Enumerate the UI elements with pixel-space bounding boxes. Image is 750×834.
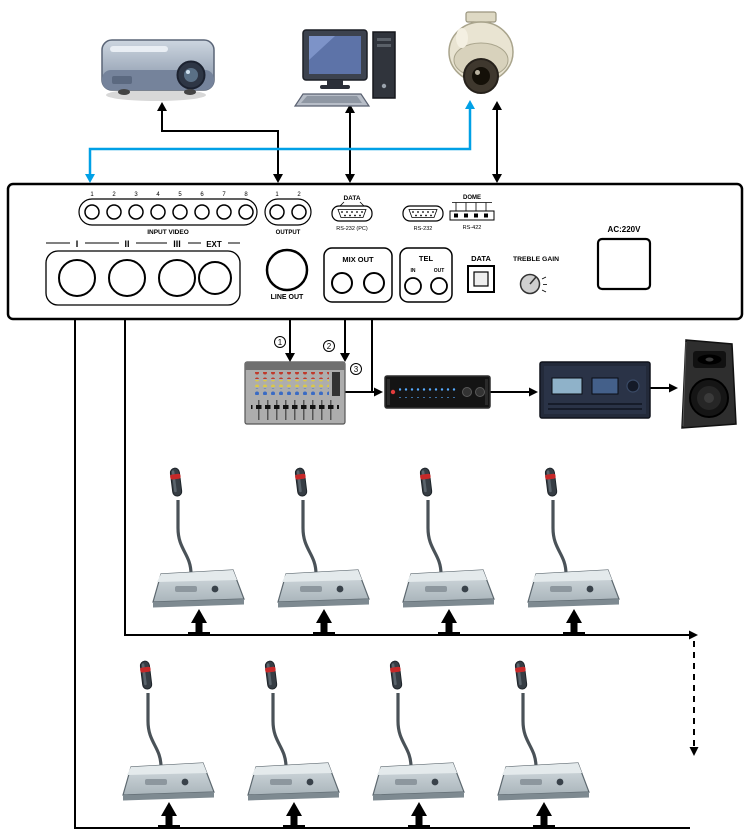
- rs422-terminal-pins: [454, 213, 488, 218]
- mic-plug-icon: [533, 802, 555, 829]
- step-markers: 1 2 3: [274, 336, 362, 375]
- dome-camera-icon: [448, 11, 514, 94]
- svg-text:6: 6: [200, 192, 204, 198]
- channel-3-label: III: [173, 239, 181, 249]
- output-label: OUTPUT: [276, 230, 301, 236]
- dome-serial-pins: [412, 211, 434, 217]
- input-video-section: 1 2 3 4 5 6 7 8 INPUT VIDEO: [78, 192, 258, 236]
- channel-jacks: [58, 259, 232, 297]
- link-eq-amplifier: [490, 387, 538, 397]
- amplifier-icon: [539, 361, 651, 419]
- dome-rs232-label: RS-232: [414, 226, 433, 232]
- line-out-section: LINE OUT: [265, 248, 309, 301]
- dome-label: DOME: [463, 195, 481, 201]
- gooseneck-mic-icon: [496, 658, 591, 803]
- svg-text:5: 5: [178, 192, 182, 198]
- input-video-label: INPUT VIDEO: [147, 229, 189, 236]
- output-port-2: 2: [297, 192, 301, 198]
- data-port-section: DATA: [467, 254, 495, 293]
- mic-plug-icon: [438, 609, 460, 636]
- channel-ext-label: EXT: [206, 240, 222, 249]
- output-port-1: 1: [275, 192, 279, 198]
- mic-bus-row-2: [74, 319, 690, 829]
- channel-section: I II III EXT: [45, 239, 241, 306]
- output-section: 1 2 OUTPUT: [264, 192, 312, 236]
- gooseneck-mic-icon: [151, 465, 246, 610]
- link-camera-video: [492, 101, 502, 183]
- gooseneck-mic-icon: [526, 465, 621, 610]
- treble-gain-section: TREBLE GAIN: [513, 256, 559, 295]
- link-computer: [345, 104, 355, 183]
- svg-text:4: 4: [156, 192, 160, 198]
- dome-section: RS-232 DOME RS-422: [402, 195, 495, 232]
- svg-text:1: 1: [90, 192, 94, 198]
- mic-plug-icon: [563, 609, 585, 636]
- mic-bus-continuation: [689, 641, 699, 756]
- mic-plug-icon: [188, 609, 210, 636]
- mic-plug-icon: [313, 609, 335, 636]
- input-video-ports: [84, 204, 254, 220]
- link-mixout-mixer: [340, 319, 350, 362]
- svg-text:3: 3: [134, 192, 138, 198]
- wiring: [74, 100, 699, 829]
- speaker-icon: [681, 339, 737, 429]
- pc-serial-pins: [341, 211, 363, 217]
- treble-gain-label: TREBLE GAIN: [513, 256, 559, 263]
- link-to-equalizer: [345, 319, 383, 397]
- computer-icon: [293, 29, 396, 107]
- rs422-label: RS-422: [463, 225, 482, 231]
- link-projector: [157, 102, 283, 183]
- pc-serial-section: DATA RS-232 (PC): [331, 195, 373, 232]
- channel-2-label: II: [124, 239, 129, 249]
- mix-out-section: MIX OUT: [323, 247, 393, 303]
- data-port-label: DATA: [471, 254, 491, 263]
- mic-row-2: [121, 658, 591, 829]
- power-section: AC:220V: [596, 225, 652, 291]
- tel-in-label: IN: [411, 268, 416, 274]
- gooseneck-mic-icon: [121, 658, 216, 803]
- line-out-label: LINE OUT: [271, 294, 304, 301]
- link-amp-speaker: [650, 383, 678, 393]
- tel-section: TEL IN OUT: [399, 247, 453, 303]
- pc-rs232-label: RS-232 (PC): [336, 226, 368, 232]
- channel-1-label: I: [76, 239, 79, 249]
- gooseneck-mic-icon: [246, 658, 341, 803]
- conference-host-unit: 1 2 3 4 5 6 7 8 INPUT VIDEO 1 2 OUTPUT D…: [6, 182, 744, 321]
- mixer-icon: [244, 361, 346, 425]
- gooseneck-mic-icon: [371, 658, 466, 803]
- mic-bus-row-1: [124, 319, 698, 640]
- step-3-label: 3: [354, 365, 359, 374]
- power-label: AC:220V: [608, 225, 642, 234]
- gooseneck-mic-icon: [276, 465, 371, 610]
- input-video-port-numbers: 1 2 3 4 5 6 7 8: [90, 192, 248, 198]
- mic-plug-icon: [408, 802, 430, 829]
- svg-text:2: 2: [112, 192, 116, 198]
- mic-row-1: [151, 465, 621, 636]
- gooseneck-mic-icon: [401, 465, 496, 610]
- mic-plug-icon: [283, 802, 305, 829]
- pc-data-label: DATA: [343, 195, 360, 202]
- tel-out-label: OUT: [434, 268, 445, 274]
- equalizer-icon: [384, 375, 491, 409]
- mic-plug-icon: [158, 802, 180, 829]
- mix-out-label: MIX OUT: [342, 255, 374, 264]
- svg-text:7: 7: [222, 192, 226, 198]
- link-lineout-mixer: [285, 319, 295, 362]
- step-2-label: 2: [327, 342, 332, 351]
- step-1-label: 1: [278, 338, 283, 347]
- link-camera-control: [85, 100, 475, 183]
- tel-label: TEL: [419, 254, 434, 263]
- svg-text:8: 8: [244, 192, 248, 198]
- projector-icon: [101, 39, 215, 101]
